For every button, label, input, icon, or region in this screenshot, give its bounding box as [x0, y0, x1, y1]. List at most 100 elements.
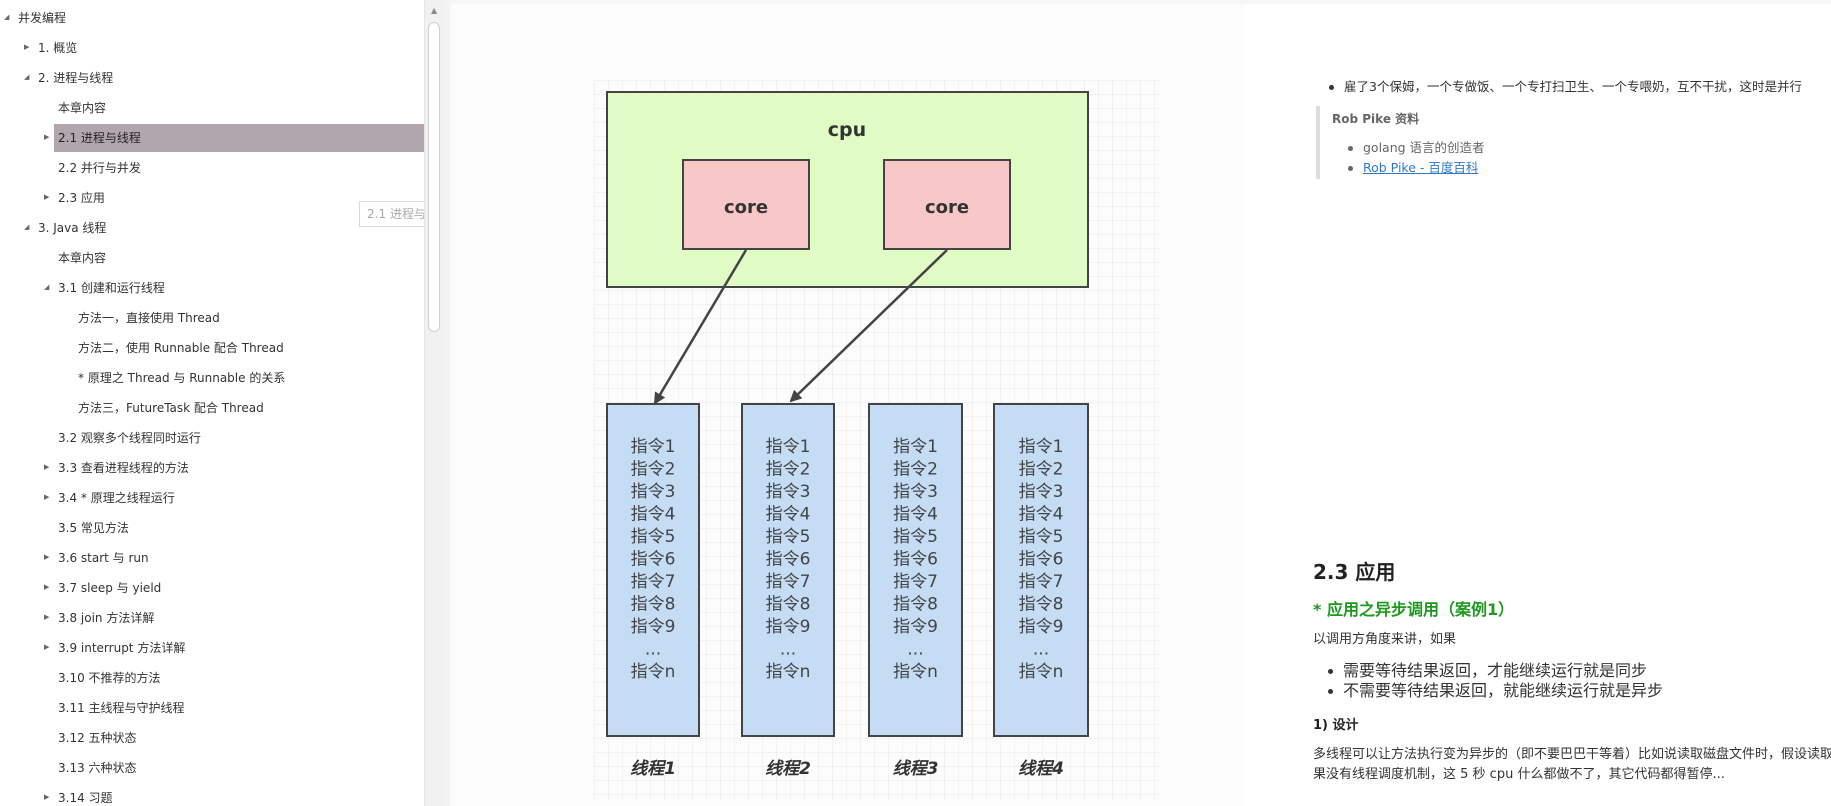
expand-triangle-icon[interactable]: ◢ — [4, 13, 10, 21]
expand-triangle-icon[interactable]: ◢ — [24, 73, 30, 81]
blockquote-bar — [1316, 106, 1320, 179]
toc-item[interactable]: ◢ 2. 进程与线程 — [0, 64, 424, 90]
collapse-triangle-icon[interactable]: ▶ — [44, 193, 50, 201]
toc-item-label: 3.2 观察多个线程同时运行 — [58, 431, 201, 445]
toc-item[interactable]: 本章内容 — [0, 94, 424, 120]
instruction-label: 指令7 — [1019, 572, 1064, 592]
toc-item-label: 3.7 sleep 与 yield — [58, 581, 162, 595]
toc-item[interactable]: ▶3.14 习题 — [0, 784, 424, 806]
toc-item-label: 3.5 常见方法 — [58, 521, 129, 535]
toc-item[interactable]: 3.12 五种状态 — [0, 724, 424, 750]
toc-item[interactable]: 2.2 并行与并发 — [0, 154, 424, 180]
toc-item-label: 3.8 join 方法详解 — [58, 611, 155, 625]
instruction-label: 指令8 — [766, 595, 811, 615]
instruction-label: 指令2 — [766, 460, 811, 480]
toc-item-label: 3.11 主线程与守护线程 — [58, 701, 185, 715]
instruction-label: 指令2 — [631, 460, 676, 480]
toc-item[interactable]: 3.5 常见方法 — [0, 514, 424, 540]
instruction-label: 指令5 — [766, 527, 811, 547]
collapse-triangle-icon[interactable]: ▶ — [44, 793, 50, 801]
toc-item[interactable]: ▶ 3.7 sleep 与 yield — [0, 574, 424, 600]
instruction-label: 指令3 — [1019, 482, 1064, 502]
toc-item[interactable]: 方法三，FutureTask 配合 Thread — [0, 394, 424, 420]
toc-item-label: 3. Java 线程 — [38, 221, 107, 235]
toc-item[interactable]: ▶ 3.6 start 与 run — [0, 544, 424, 570]
arrow-core2-to-thread2 — [789, 249, 948, 403]
instruction-label: 指令n — [893, 662, 938, 682]
toc-item-label: 3.6 start 与 run — [58, 551, 149, 565]
collapse-triangle-icon[interactable]: ▶ — [44, 583, 50, 591]
subheading-async-call: * 应用之异步调用（案例1） — [1313, 600, 1515, 619]
collapse-triangle-icon[interactable]: ▶ — [44, 643, 50, 651]
collapse-triangle-icon[interactable]: ▶ — [24, 43, 30, 51]
expand-triangle-icon[interactable]: ◢ — [24, 223, 30, 231]
instruction-label: ... — [907, 640, 923, 660]
toc-item[interactable]: * 原理之 Thread 与 Runnable 的关系 — [0, 364, 424, 390]
thread-label-3: 线程3 — [893, 759, 939, 779]
toc-item[interactable]: 3.2 观察多个线程同时运行 — [0, 424, 424, 450]
thread-columns: 指令1指令2指令3指令4指令5指令6指令7指令8指令9...指令n线程1指令1指… — [606, 403, 1089, 779]
design-line-1: 多线程可以让方法执行变为异步的（即不要巴巴干等着）比如说读取磁盘文件时，假设读取 — [1313, 747, 1831, 762]
expand-triangle-icon[interactable]: ◢ — [44, 283, 50, 291]
instruction-label: 指令4 — [893, 505, 938, 525]
collapse-triangle-icon[interactable]: ▶ — [44, 553, 50, 561]
instruction-label: 指令6 — [766, 550, 811, 570]
toc-item[interactable]: 本章内容 — [0, 244, 424, 270]
scrollbar-thumb[interactable] — [428, 22, 440, 332]
toc-item[interactable]: ◢ 3. Java 线程 — [0, 214, 424, 240]
document-pane — [1244, 4, 1831, 806]
toc-item[interactable]: ◢ 3.1 创建和运行线程 — [0, 274, 424, 300]
collapse-triangle-icon[interactable]: ▶ — [44, 613, 50, 621]
instruction-label: 指令8 — [631, 595, 676, 615]
instruction-label: 指令5 — [893, 527, 938, 547]
splitter[interactable] — [444, 0, 450, 806]
thread-box-2 — [741, 403, 835, 737]
thread-box-4 — [993, 403, 1089, 737]
toc-item-label: 2. 进程与线程 — [38, 71, 114, 85]
instruction-label: 指令3 — [766, 482, 811, 502]
collapse-triangle-icon[interactable]: ▶ — [44, 493, 50, 501]
toc-item-label: 3.9 interrupt 方法详解 — [58, 641, 186, 655]
toc-item[interactable]: 3.11 主线程与守护线程 — [0, 694, 424, 720]
collapse-triangle-icon[interactable]: ▶ — [44, 133, 50, 141]
instruction-label: 指令4 — [1019, 505, 1064, 525]
sidebar-scrollbar[interactable]: ▲ — [424, 0, 444, 806]
toc-item-label: 3.4 * 原理之线程运行 — [58, 491, 175, 505]
instruction-label: 指令4 — [766, 505, 811, 525]
toc-item[interactable]: ▶3.3 查看进程线程的方法 — [0, 454, 424, 480]
core-label-1: core — [724, 197, 768, 218]
instruction-label: 指令2 — [1019, 460, 1064, 480]
scroll-up-arrow-icon[interactable]: ▲ — [431, 6, 438, 15]
toc-item[interactable]: ▶ 3.4 * 原理之线程运行 — [0, 484, 424, 510]
toc-item[interactable]: ▶ 3.8 join 方法详解 — [0, 604, 424, 630]
toc-item-label: 3.1 创建和运行线程 — [58, 281, 165, 295]
design-line-2: 果没有线程调度机制，这 5 秒 cpu 什么都做不了，其它代码都得暂停... — [1313, 767, 1725, 782]
toc-item[interactable]: ▶ 2.3 应用 — [0, 184, 424, 210]
toc-item-label: 并发编程 — [18, 11, 67, 25]
core-box-2 — [883, 159, 1011, 250]
toc-item[interactable]: ▶ 3.9 interrupt 方法详解 — [0, 634, 424, 660]
instruction-label: ... — [1033, 640, 1049, 660]
toc-item-label: 2.3 应用 — [58, 191, 105, 205]
core-box-1 — [682, 159, 810, 250]
toc-item[interactable]: 3.10 不推荐的方法 — [0, 664, 424, 690]
rob-pike-baike-link[interactable]: Rob Pike - 百度百科 — [1363, 160, 1479, 175]
instruction-label: 指令6 — [631, 550, 676, 570]
cpu-label: cpu — [828, 119, 866, 141]
toc-item[interactable]: ▶2.1 进程与线程 — [0, 124, 424, 152]
collapse-triangle-icon[interactable]: ▶ — [44, 463, 50, 471]
toc-item-label: 3.13 六种状态 — [58, 761, 137, 775]
toc-item-label: * 原理之 Thread 与 Runnable 的关系 — [78, 371, 286, 385]
toc-item-highlight — [54, 124, 424, 152]
instruction-label: 指令1 — [631, 437, 676, 457]
toc-item[interactable]: 方法一，直接使用 Thread — [0, 304, 424, 330]
toc-item[interactable]: ▶1. 概览 — [0, 34, 424, 60]
toc-item[interactable]: 3.13 六种状态 — [0, 754, 424, 780]
toc-item[interactable]: ◢ 并发编程 — [0, 4, 424, 30]
thread-label-1: 线程1 — [630, 759, 676, 779]
instruction-label: 指令9 — [631, 617, 676, 637]
toc-item[interactable]: 方法二，使用 Runnable 配合 Thread — [0, 334, 424, 360]
